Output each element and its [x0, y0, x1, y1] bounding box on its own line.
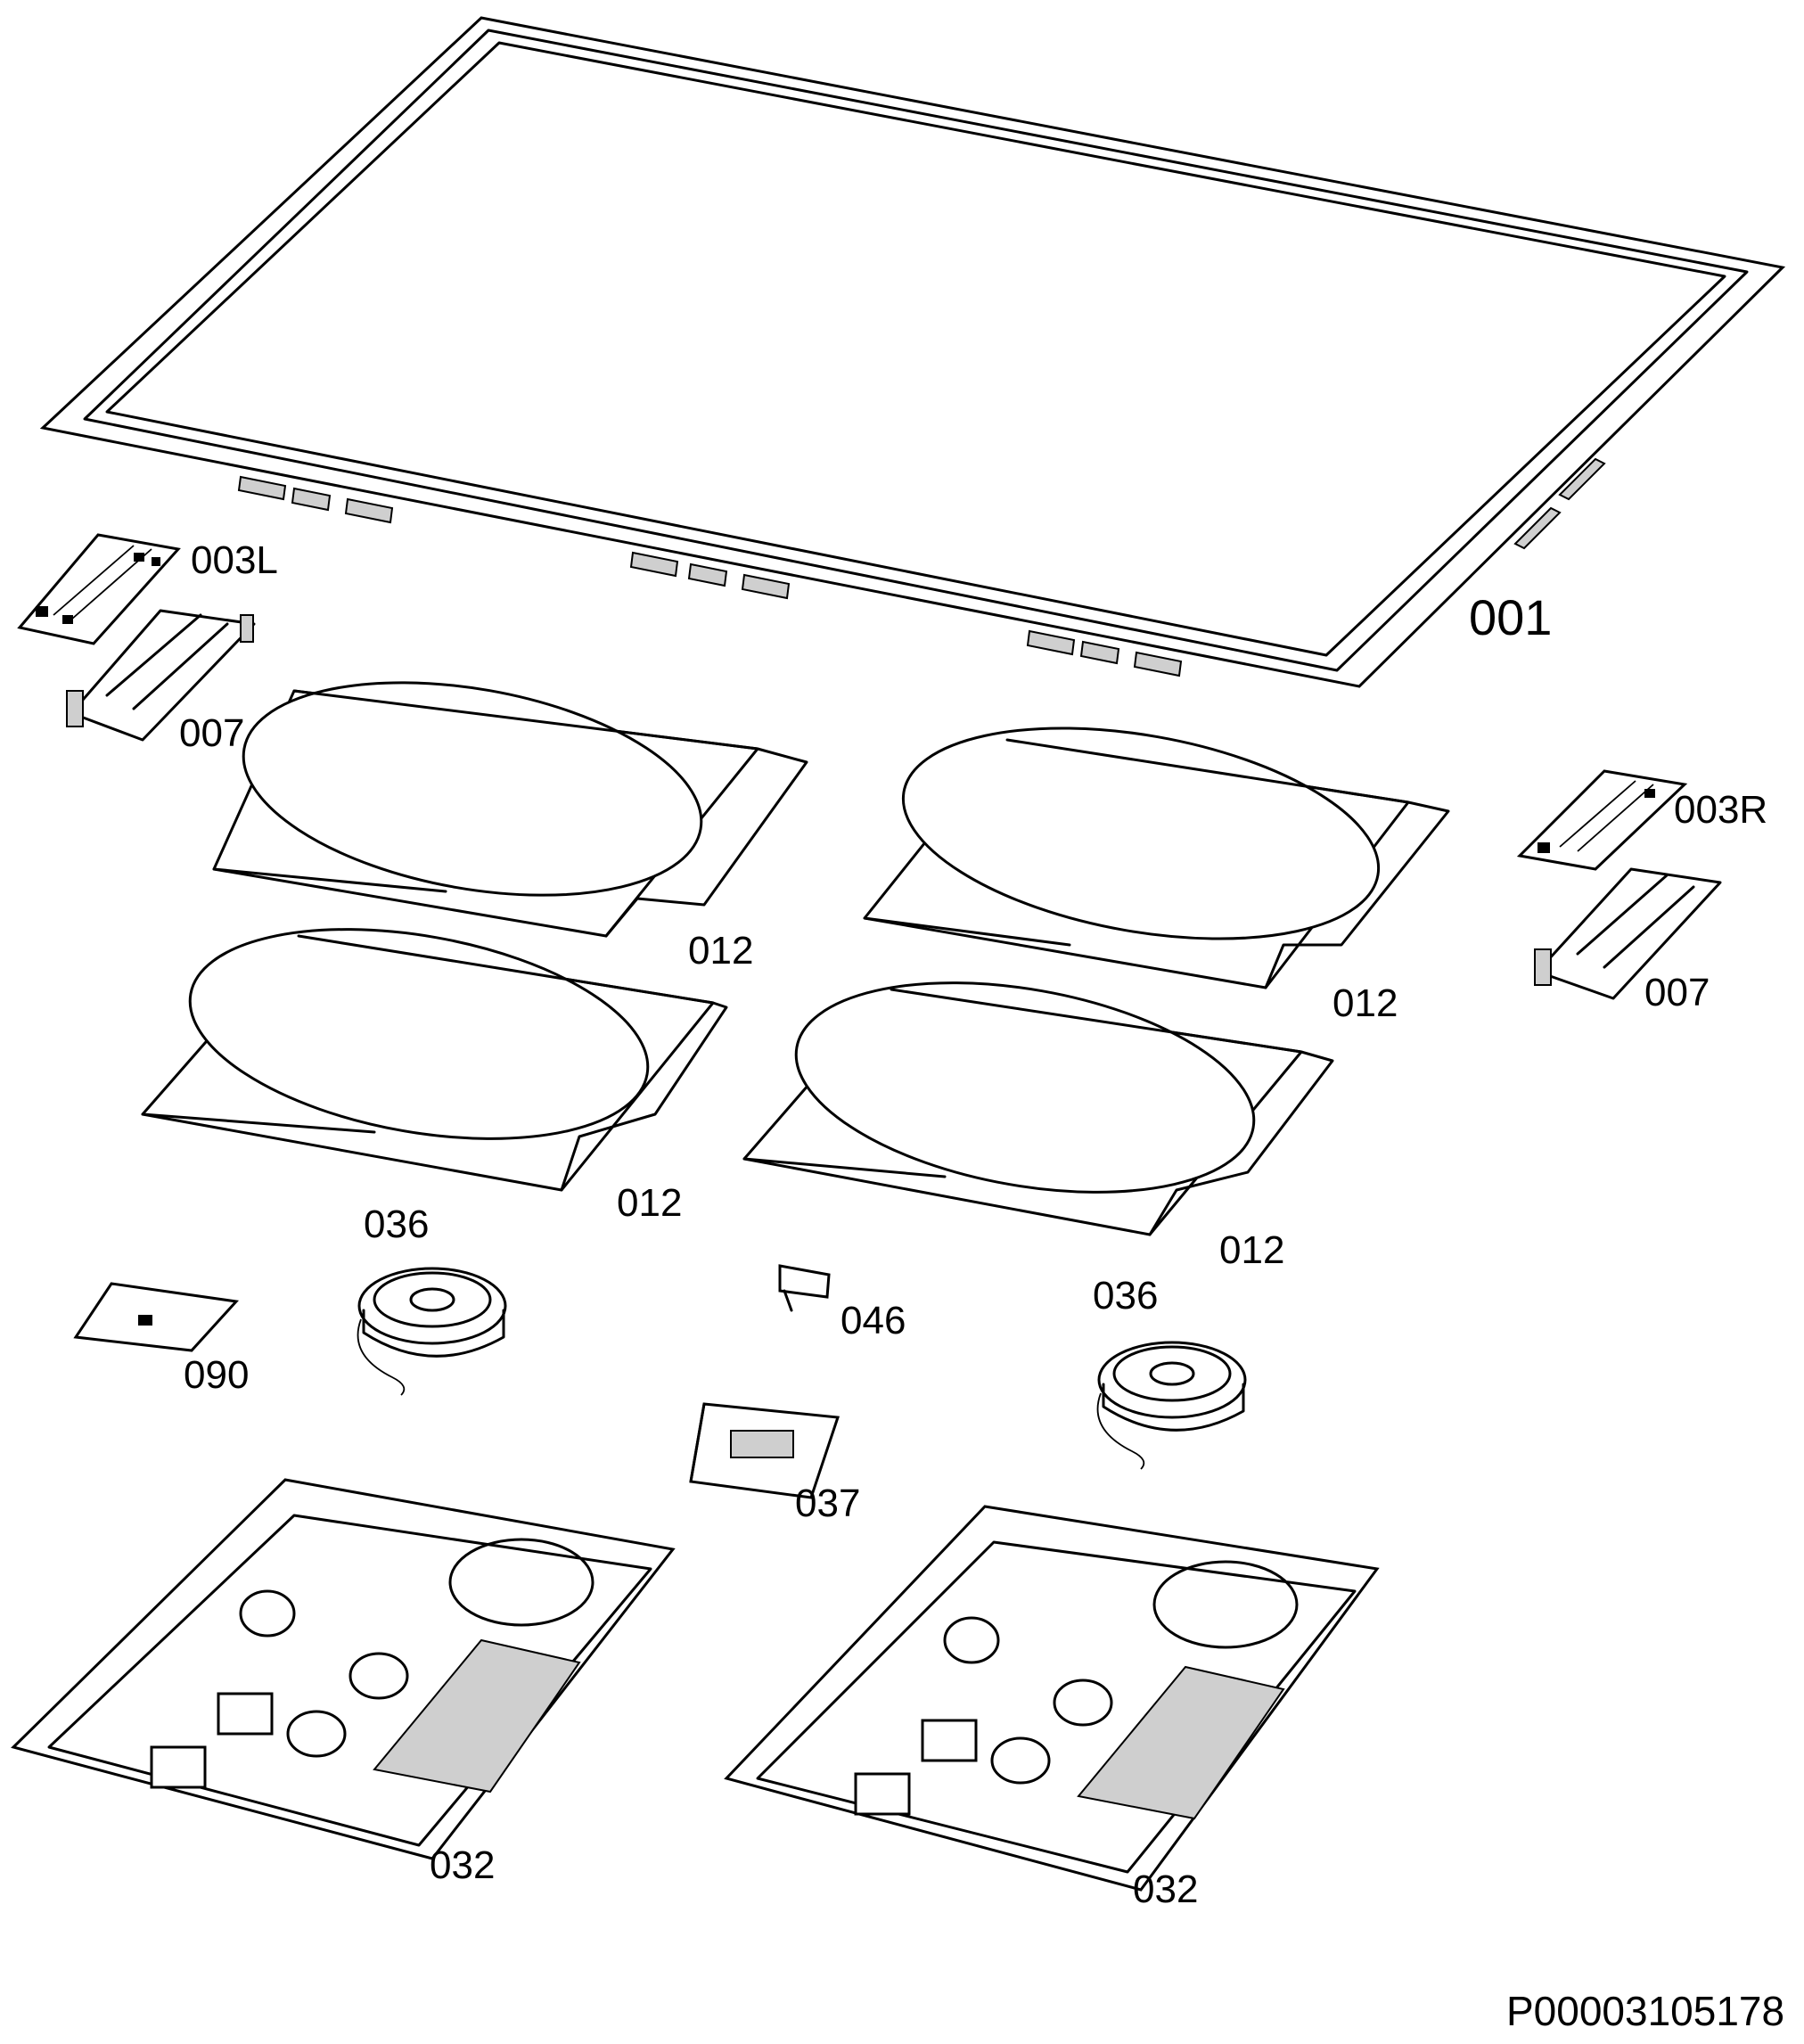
label-007-right: 007: [1644, 971, 1710, 1014]
label-032-right: 032: [1133, 1868, 1199, 1911]
label-012-3: 012: [617, 1181, 683, 1225]
induction-coil-1-part: [212, 681, 808, 938]
label-012-4: 012: [1219, 1228, 1285, 1272]
label-012-1: 012: [688, 929, 754, 973]
label-046: 046: [840, 1299, 906, 1342]
label-003R: 003R: [1674, 788, 1768, 832]
label-003L: 003L: [191, 538, 278, 582]
document-code: P00003105178: [1506, 1988, 1785, 2034]
induction-coil-2-part: [863, 726, 1450, 989]
label-036-left: 036: [364, 1203, 430, 1246]
induction-coil-3-part: [141, 928, 728, 1192]
plate-part: [73, 1282, 240, 1352]
bracket-right-part: [1534, 867, 1722, 1000]
bracket-left-part: [66, 609, 256, 742]
label-090: 090: [184, 1353, 250, 1397]
fan-right-part: [1096, 1341, 1247, 1470]
label-001: 001: [1469, 589, 1553, 645]
label-007-left: 007: [179, 711, 245, 755]
clip-part: [778, 1264, 831, 1312]
power-board-left-part: [11, 1478, 676, 1860]
power-board-right-part: [724, 1505, 1380, 1892]
label-036-right: 036: [1093, 1274, 1159, 1318]
control-board-right-part: [1516, 769, 1688, 871]
glass-top-part: [39, 16, 1786, 688]
fan-left-part: [357, 1267, 507, 1396]
label-012-2: 012: [1332, 981, 1398, 1025]
control-board-left-part: [17, 533, 181, 645]
label-032-left: 032: [430, 1843, 496, 1887]
label-037: 037: [795, 1482, 861, 1525]
induction-coil-4-part: [742, 981, 1334, 1236]
terminal-block-part: [689, 1402, 840, 1499]
